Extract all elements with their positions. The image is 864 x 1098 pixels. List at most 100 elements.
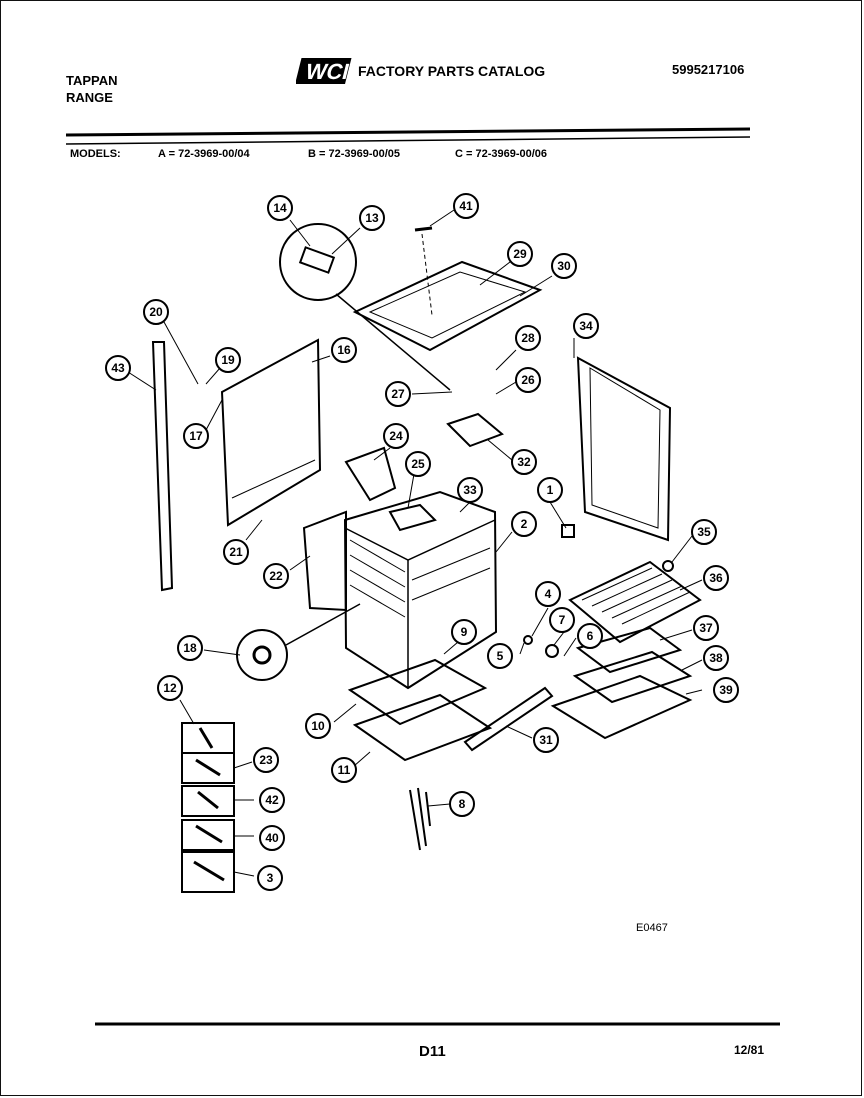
brand-block: TAPPAN RANGE <box>66 72 118 106</box>
callout-circle <box>383 423 409 449</box>
callout-label: 12 <box>163 681 177 695</box>
callout-circle <box>223 539 249 565</box>
callout-26: 26 <box>515 367 541 393</box>
callout-21: 21 <box>223 539 249 565</box>
part-8-drawing <box>409 787 431 851</box>
part-37-drawing <box>575 626 683 674</box>
callout-circle <box>305 713 331 739</box>
header-rule-top <box>65 127 751 137</box>
callout-label: 8 <box>459 797 466 811</box>
callout-label: 17 <box>189 429 203 443</box>
callout-label: 9 <box>461 625 468 639</box>
callout-14: 14 <box>267 195 293 221</box>
callout-8: 8 <box>449 791 475 817</box>
callout-label: 11 <box>338 763 351 777</box>
callout-27: 27 <box>385 381 411 407</box>
callout-circle <box>693 615 719 641</box>
callout-3: 3 <box>257 865 283 891</box>
callout-7: 7 <box>549 607 575 633</box>
part-39-drawing <box>550 674 693 740</box>
callout-28: 28 <box>515 325 541 351</box>
callout-circle <box>573 313 599 339</box>
callout-17: 17 <box>183 423 209 449</box>
callout-label: 35 <box>697 525 711 539</box>
wci-logo: WCI <box>296 58 352 84</box>
callout-circle <box>549 607 575 633</box>
part-10-drawing <box>347 658 488 726</box>
callout-label: 38 <box>709 651 723 665</box>
callout-label: 33 <box>463 483 477 497</box>
callout-36: 36 <box>703 565 729 591</box>
callout-label: 26 <box>521 373 535 387</box>
callout-label: 7 <box>559 613 566 627</box>
callout-circle <box>331 337 357 363</box>
part-38-drawing <box>572 650 693 704</box>
model-b: B = 72-3969-00/05 <box>308 148 401 160</box>
callout-2: 2 <box>511 511 537 537</box>
callout-38: 38 <box>703 645 729 671</box>
callout-circle <box>515 367 541 393</box>
callout-circle <box>359 205 385 231</box>
callout-30: 30 <box>551 253 577 279</box>
callout-label: 37 <box>699 621 713 635</box>
detail-circle-top <box>279 223 357 301</box>
callout-label: 42 <box>265 793 279 807</box>
callout-19: 19 <box>215 347 241 373</box>
callout-23: 23 <box>253 747 279 773</box>
callout-circle <box>511 511 537 537</box>
callout-circle <box>507 241 533 267</box>
callout-35: 35 <box>691 519 717 545</box>
callout-label: 1 <box>547 483 554 497</box>
part-number: 5995217106 <box>672 62 745 77</box>
callout-circle <box>511 449 537 475</box>
date-label: 12/81 <box>734 1043 765 1057</box>
callout-circle <box>537 477 563 503</box>
callout-circle <box>385 381 411 407</box>
logo-text: WCI <box>303 59 352 84</box>
part-25-drawing <box>388 503 437 532</box>
callout-11: 11 <box>331 757 357 783</box>
callout-circle <box>143 299 169 325</box>
page-label: D11 <box>419 1043 446 1060</box>
part-43-drawing <box>151 341 174 592</box>
part-31-drawing <box>463 686 554 752</box>
diagram-code: E0467 <box>636 922 668 934</box>
model-c: C = 72-3969-00/06 <box>455 148 548 160</box>
callout-label: 24 <box>389 429 403 443</box>
callout-42: 42 <box>259 787 285 813</box>
callout-label: 43 <box>111 361 125 375</box>
part-box-40 <box>181 819 235 851</box>
brand-line-1: TAPPAN <box>66 73 118 88</box>
callout-label: 27 <box>391 387 405 401</box>
callout-label: 34 <box>579 319 593 333</box>
part-35-drawing <box>662 560 674 572</box>
callout-circle <box>451 619 477 645</box>
part-32-drawing <box>446 412 504 448</box>
callout-label: 19 <box>221 353 235 367</box>
callout-label: 13 <box>365 211 379 225</box>
callout-circle <box>457 477 483 503</box>
callout-label: 23 <box>259 753 273 767</box>
callout-label: 14 <box>273 201 287 215</box>
cooktop-drawing <box>352 260 543 352</box>
callout-label: 39 <box>719 683 733 697</box>
callout-circle <box>449 791 475 817</box>
callout-33: 33 <box>457 477 483 503</box>
callout-circle <box>535 581 561 607</box>
callout-13: 13 <box>359 205 385 231</box>
part-36-drawing <box>568 560 702 644</box>
callout-circle <box>487 643 513 669</box>
callout-circle <box>551 253 577 279</box>
callout-label: 21 <box>229 545 243 559</box>
part-24-drawing <box>344 446 397 502</box>
callout-circle <box>515 325 541 351</box>
callout-label: 6 <box>587 629 594 643</box>
callout-29: 29 <box>507 241 533 267</box>
callout-circle <box>157 675 183 701</box>
part-34-drawing <box>576 356 672 542</box>
callout-label: 10 <box>311 719 325 733</box>
detail-circle-18 <box>236 629 288 681</box>
callout-circle <box>215 347 241 373</box>
callout-circle <box>253 747 279 773</box>
